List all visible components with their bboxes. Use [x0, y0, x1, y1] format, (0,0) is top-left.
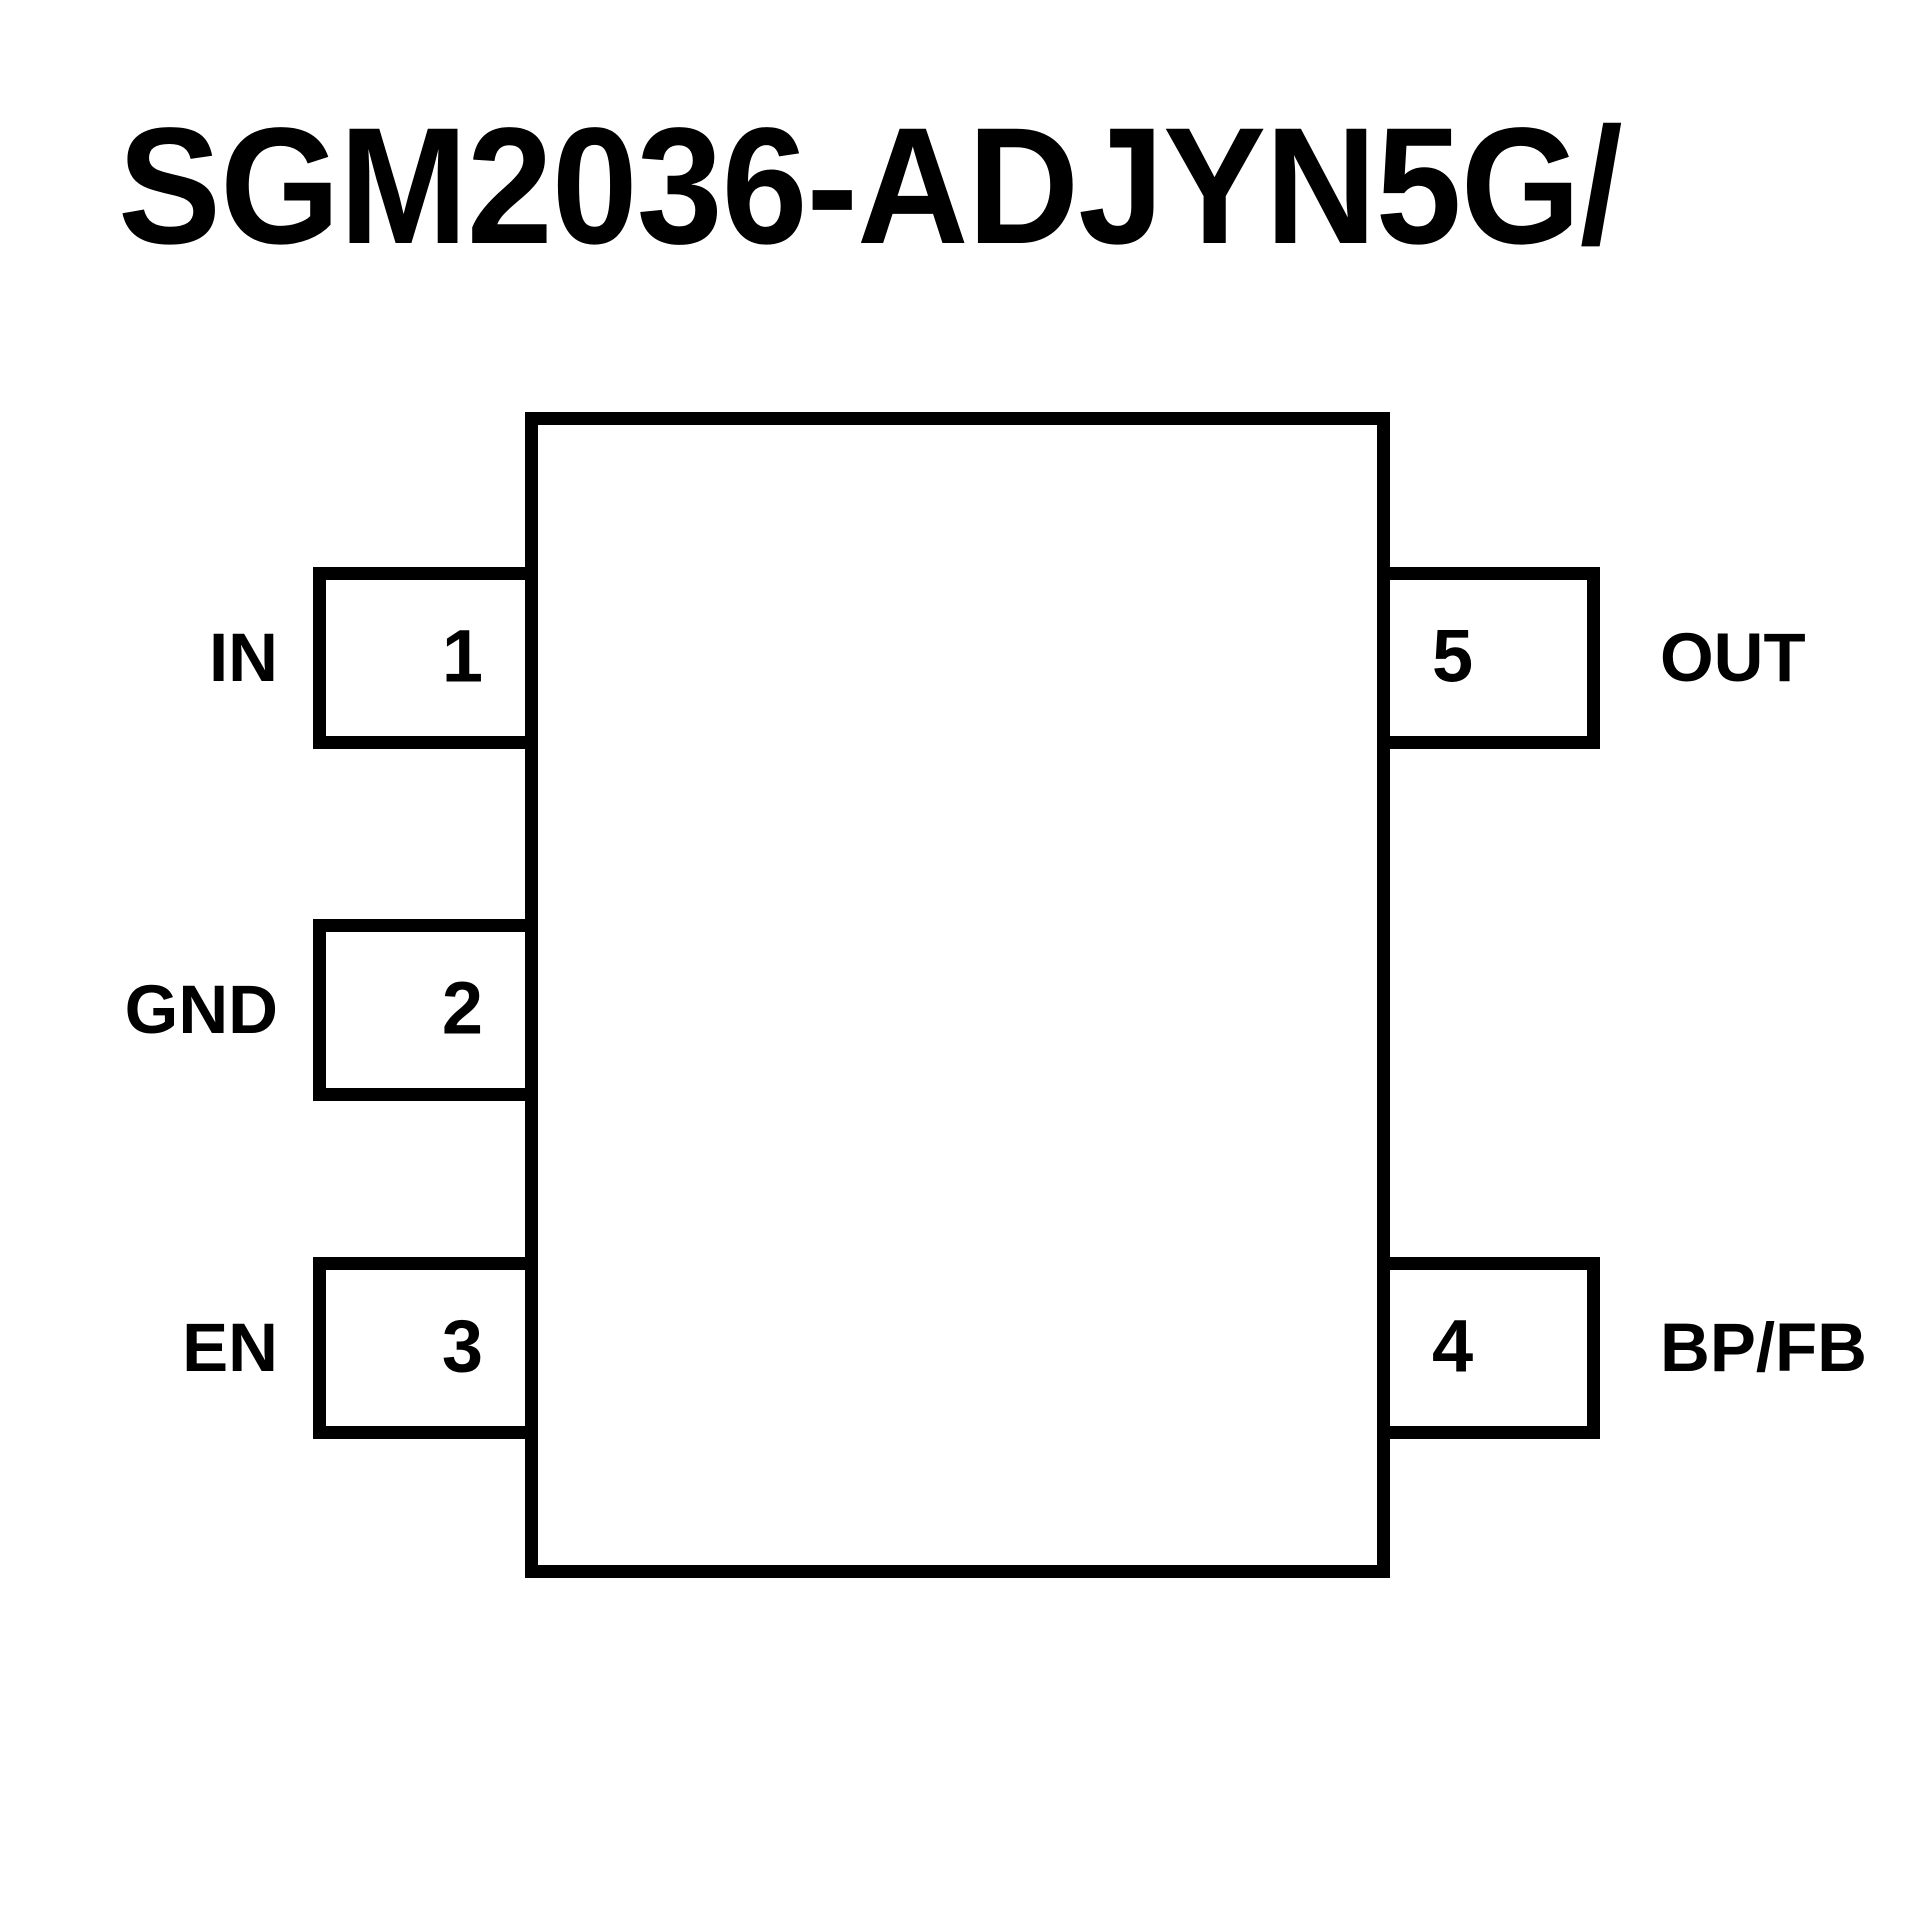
pin-label-gnd: GND	[124, 971, 278, 1048]
pin-number-5: 5	[1432, 614, 1474, 698]
pin-label-en: EN	[182, 1309, 278, 1386]
pin-lead-3: 3	[313, 1257, 538, 1439]
pin-lead-5: 5	[1377, 567, 1600, 749]
pin-label-in: IN	[209, 619, 278, 696]
pin-number-3: 3	[441, 1304, 483, 1388]
pin-lead-1: 1	[313, 567, 538, 749]
pin-lead-4: 4	[1377, 1257, 1600, 1439]
pin-number-1: 1	[441, 614, 483, 698]
pin-number-4: 4	[1432, 1304, 1474, 1388]
package-body-outline	[525, 412, 1390, 1578]
page-title: SGM2036-ADJYN5G/	[118, 94, 1623, 279]
pin-label-out: OUT	[1660, 619, 1806, 696]
pin-lead-2: 2	[313, 919, 538, 1101]
pin-label-bpfb: BP/FB	[1660, 1309, 1867, 1386]
pin-number-2: 2	[441, 966, 483, 1050]
